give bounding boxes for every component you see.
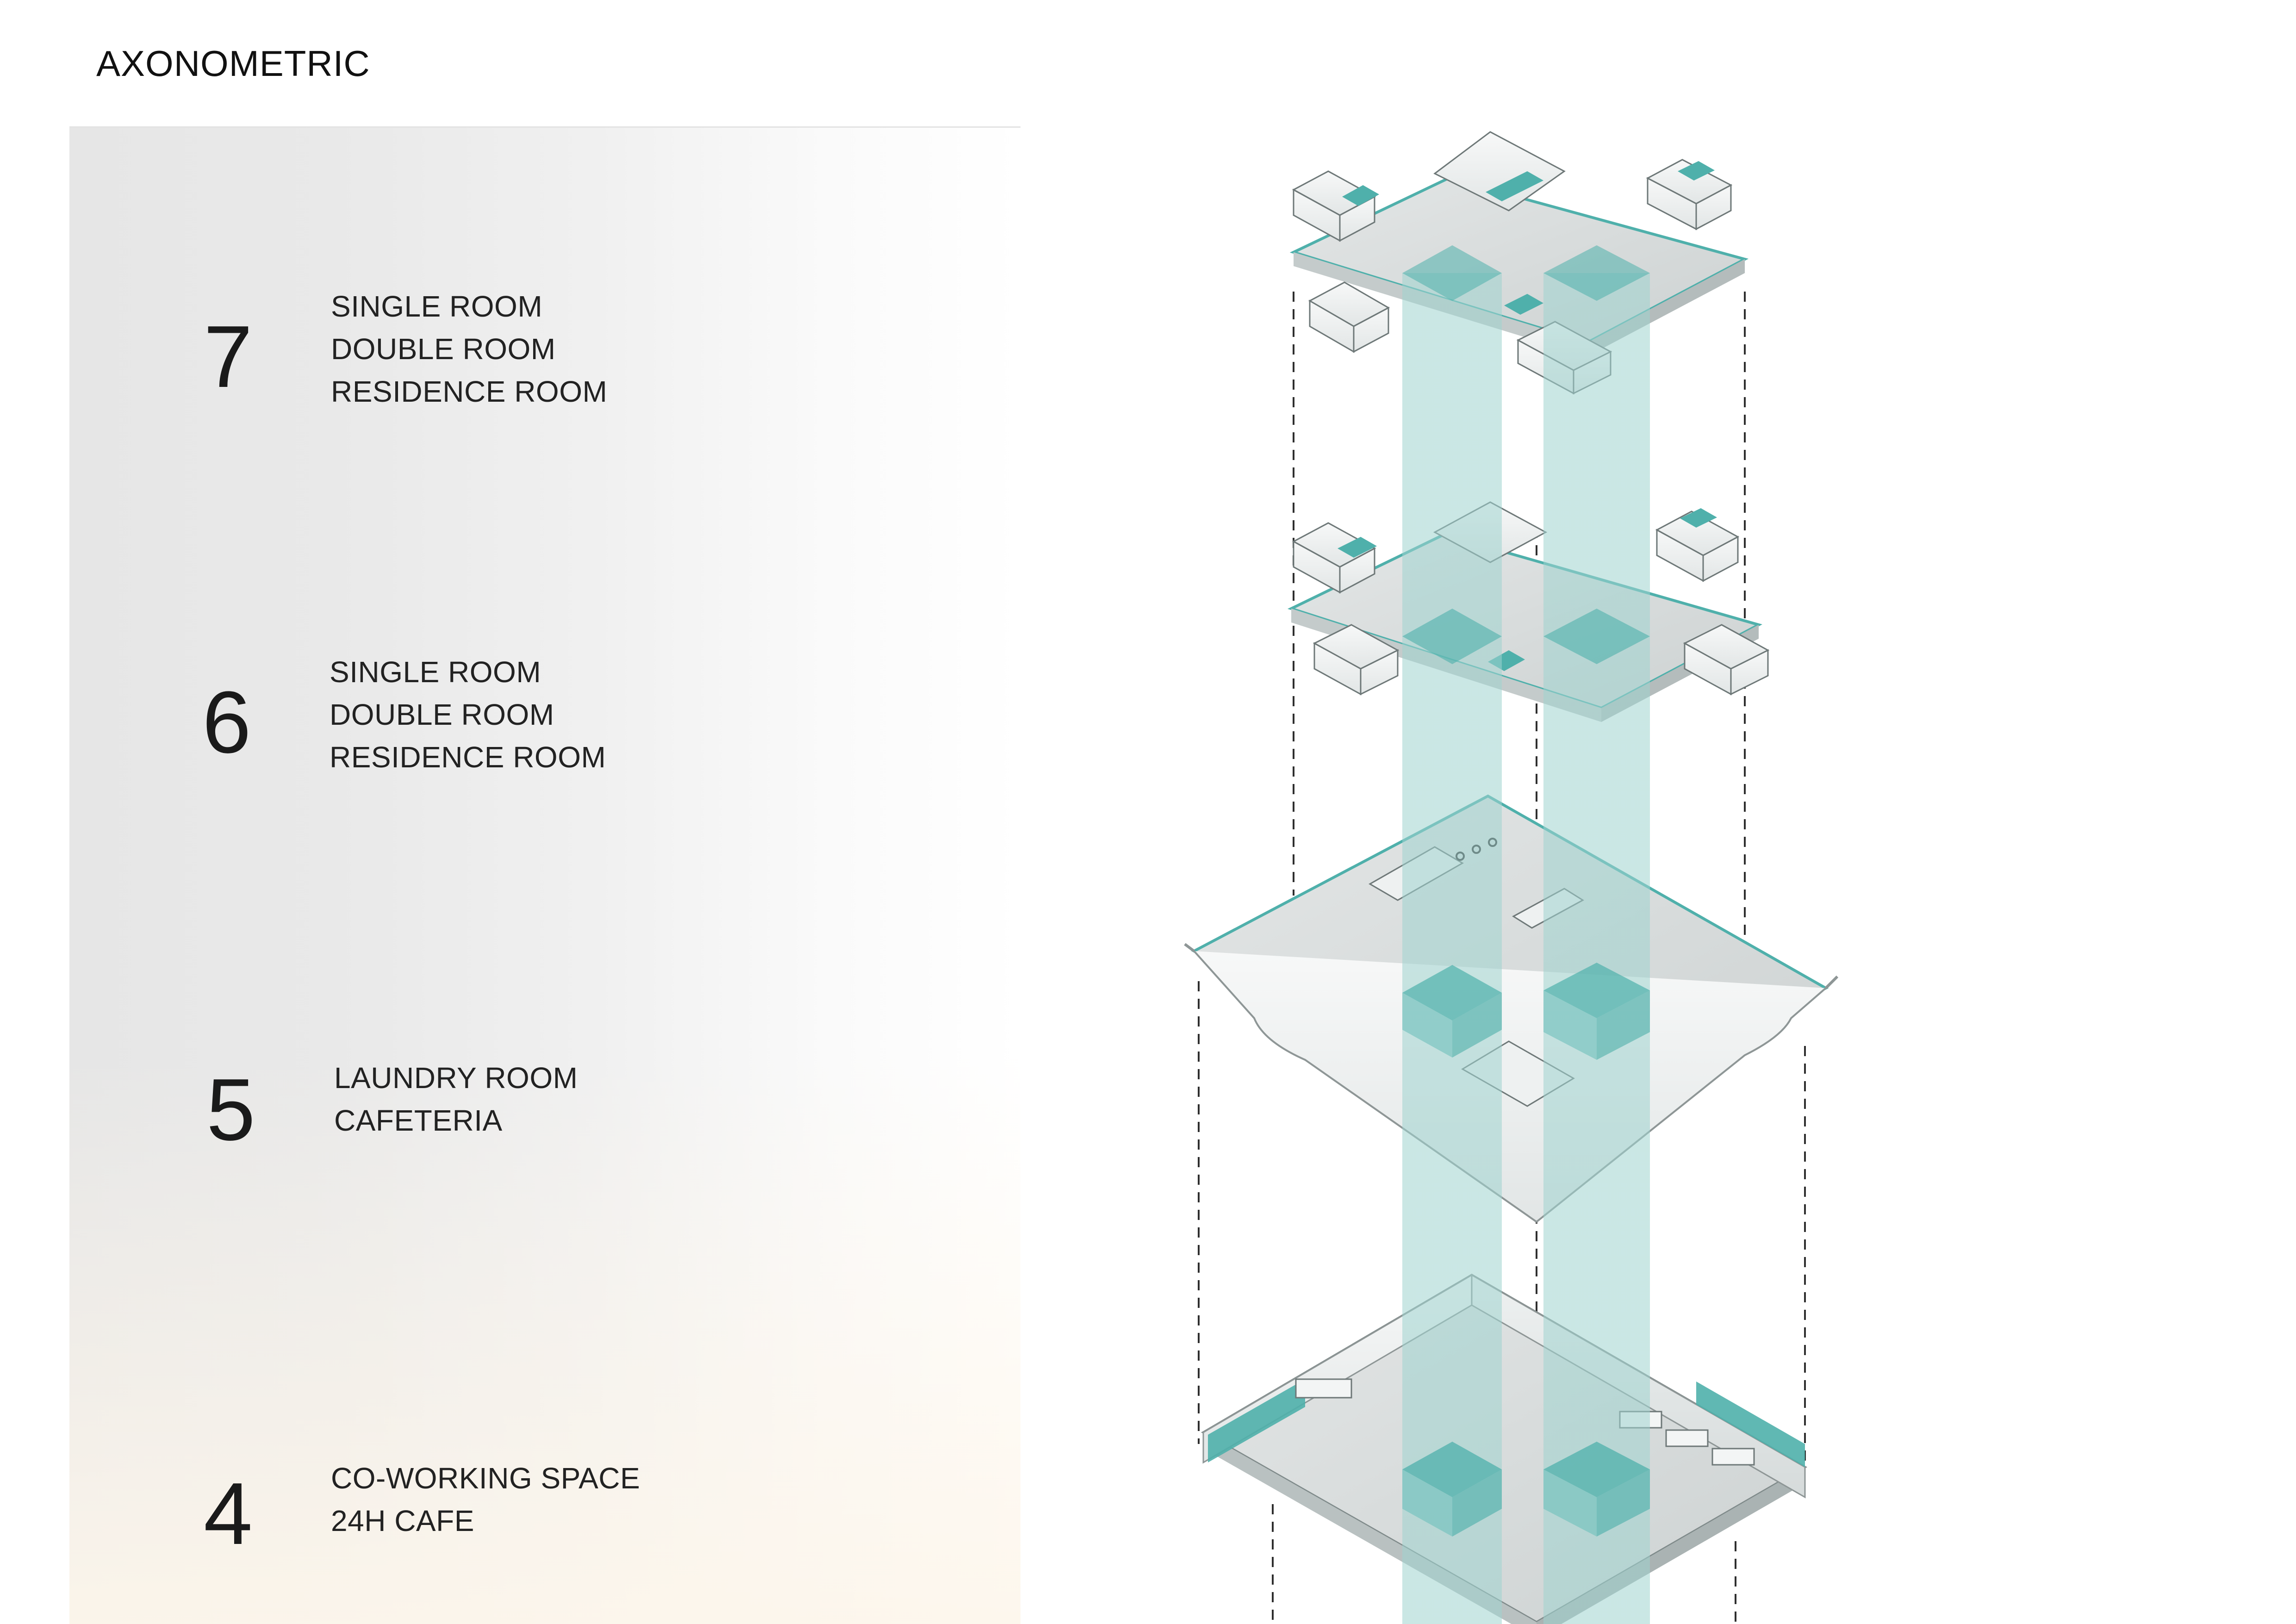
- room-label: DOUBLE ROOM: [330, 698, 554, 731]
- floor-room-list: SINGLE ROOM DOUBLE ROOM RESIDENCE ROOM: [330, 651, 606, 778]
- room-label: CO-WORKING SPACE: [331, 1462, 641, 1495]
- room-label: SINGLE ROOM: [331, 290, 543, 323]
- floor-number: 6: [202, 673, 251, 772]
- room-label: 24H CAFE: [331, 1504, 474, 1537]
- header-divider: [69, 126, 1020, 128]
- light-shaft-right: [1543, 245, 1650, 1624]
- floor-number: 7: [204, 308, 253, 406]
- floor-room-list: SINGLE ROOM DOUBLE ROOM RESIDENCE ROOM: [331, 285, 607, 413]
- floor-5-plan: [1184, 794, 1839, 1223]
- room-label: RESIDENCE ROOM: [331, 375, 608, 408]
- page-title: AXONOMETRIC: [96, 43, 370, 84]
- light-shaft-left: [1402, 245, 1502, 1624]
- room-label: CAFETERIA: [334, 1104, 503, 1137]
- floor-number: 4: [204, 1465, 253, 1563]
- axonometric-diagram: [1184, 131, 1839, 1624]
- room-label: LAUNDRY ROOM: [334, 1061, 578, 1095]
- room-label: DOUBLE ROOM: [331, 332, 556, 366]
- room-label: SINGLE ROOM: [330, 655, 541, 689]
- floor-legend-panel: 7 SINGLE ROOM DOUBLE ROOM RESIDENCE ROOM…: [69, 128, 1020, 1624]
- floor-6-plan: [1287, 501, 1770, 722]
- floor-room-list: LAUNDRY ROOM CAFETERIA: [334, 1057, 578, 1142]
- floor-7-plan: [1289, 131, 1749, 395]
- floor-room-list: CO-WORKING SPACE 24H CAFE: [331, 1457, 640, 1542]
- room-label: RESIDENCE ROOM: [330, 740, 606, 774]
- floor-number: 5: [206, 1061, 255, 1159]
- floor-4-plan: [1201, 1274, 1808, 1624]
